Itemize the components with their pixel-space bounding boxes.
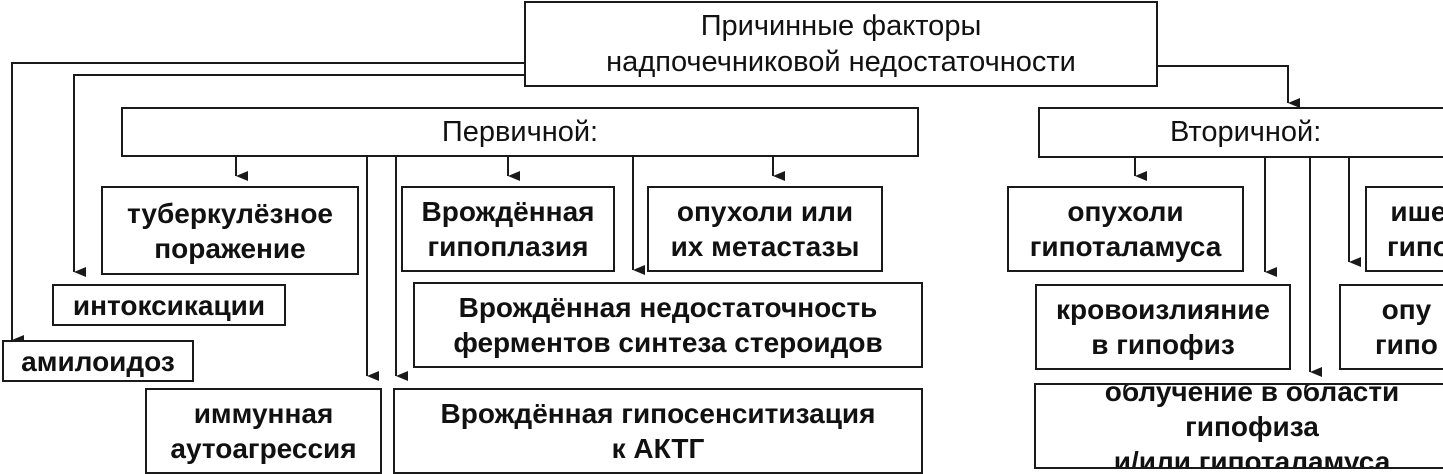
node-label: амилоидоз [21,345,175,377]
node-label: Врождённая гипосенситизация к АКТГ [440,398,876,464]
root-label: Причинные факторы надпочечниковой недост… [606,9,1076,78]
node-acth-hyposensitization: Врождённая гипосенситизация к АКТГ [393,388,923,474]
node-label: опухоли или их метастазы [670,196,860,262]
node-congenital-hypoplasia: Врождённая гипоплазия [401,186,615,272]
primary-header: Первичной: [121,107,919,157]
node-label: опухоли гипоталамуса [1029,196,1222,262]
node-enzyme-deficiency: Врождённая недостаточность ферментов син… [413,282,923,368]
node-immune-autoaggression: иммунная аутоагрессия [145,388,382,474]
node-tumors-metastases: опухоли или их метастазы [647,186,883,272]
node-tuberculosis: туберкулёзное поражение [101,186,359,275]
node-label: интоксикации [72,289,266,321]
node-label: туберкулёзное поражение [126,197,334,264]
secondary-header-label: Вторичной: [1170,116,1322,149]
node-tumor-partial: опу гипо [1339,284,1443,370]
secondary-header: Вторичной: [1038,107,1443,158]
node-label: Врождённая недостаточность ферментов син… [453,292,883,358]
node-hypothalamus-tumors: опухоли гипоталамуса [1007,186,1244,272]
node-pituitary-hemorrhage: кровоизлияние в гипофиз [1035,284,1291,370]
node-amyloidosis: амилоидоз [2,340,194,382]
node-label: опу гипо [1375,294,1438,360]
node-irradiation: облучение в области гипофиза и/или гипот… [1034,383,1443,469]
node-label: Врождённая гипоплазия [421,196,595,262]
node-ischemia-partial: ише гипо [1365,186,1443,272]
node-label: ише гипо [1387,196,1443,262]
node-label: иммунная аутоагрессия [170,398,357,464]
node-intoxication: интоксикации [52,284,286,326]
primary-header-label: Первичной: [441,115,599,148]
root-node: Причинные факторы надпочечниковой недост… [524,1,1158,87]
node-label: кровоизлияние в гипофиз [1056,294,1270,360]
connector-lines [11,62,1361,381]
node-label: облучение в области гипофиза и/или гипот… [1104,383,1400,469]
